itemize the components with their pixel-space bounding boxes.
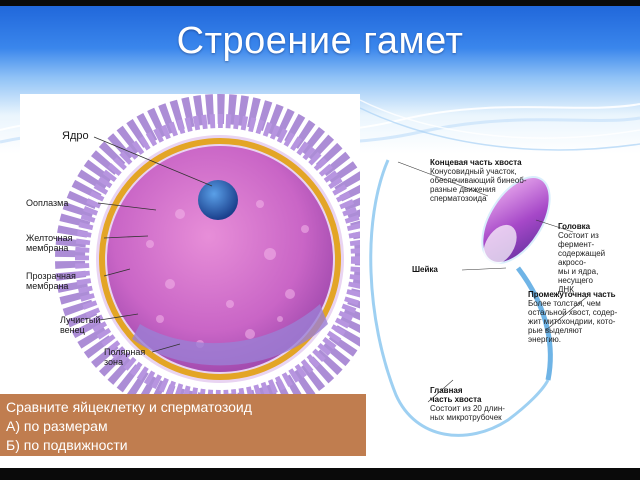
cytoplasm-granules [146,200,309,348]
sperm-leader-lines [397,161,589,403]
label-radiant-crown: Лучистый венец [60,315,101,335]
sperm-end-tail-label: Концевая часть хвоста Конусовидный участ… [430,158,527,203]
polar-zone [132,304,328,366]
sperm-illustration [369,159,589,437]
top-frame-bar [0,0,640,6]
label-clear-membrane: Прозрачная мембрана [26,271,76,291]
egg-cell-illustration [55,94,360,424]
label-polar-body: Полярная зона [104,347,146,367]
sperm-panel: Концевая часть хвоста Конусовидный участ… [368,150,630,450]
task-caption-box: Сравните яйцеклетку и сперматозоид А) по… [0,394,366,456]
nucleus [198,180,238,220]
slide-title: Строение гамет [176,20,464,62]
ooplasm [107,146,333,372]
egg-cell-panel: Ядро Ооплазма Желточная мембрана Прозрач… [20,94,360,456]
caption-line-2: А) по размерам [6,418,108,434]
egg-leader-lines [93,136,213,353]
caption-line-1: Сравните яйцеклетку и сперматозоид [6,399,252,415]
sperm-head-label: Головка Состоит из фермент- содержащей а… [558,222,606,294]
label-nucleus: Ядро [62,130,89,142]
label-yolk-membrane: Желточная мембрана [26,233,73,253]
sperm-middle-label: Промежуточная часть Более толстая, чем о… [528,290,618,344]
sperm-main-tail-label: Главная часть хвоста Состоит из 20 длин-… [430,386,505,422]
yolk-membrane-ring [99,138,341,380]
bottom-frame-bar [0,468,640,480]
caption-line-3: Б) по подвижности [6,437,128,453]
sperm-neck-label: Шейка [412,265,438,274]
label-ooplasm: Ооплазма [26,198,69,208]
sperm-middle-piece [516,266,553,381]
sperm-tail [369,159,550,437]
